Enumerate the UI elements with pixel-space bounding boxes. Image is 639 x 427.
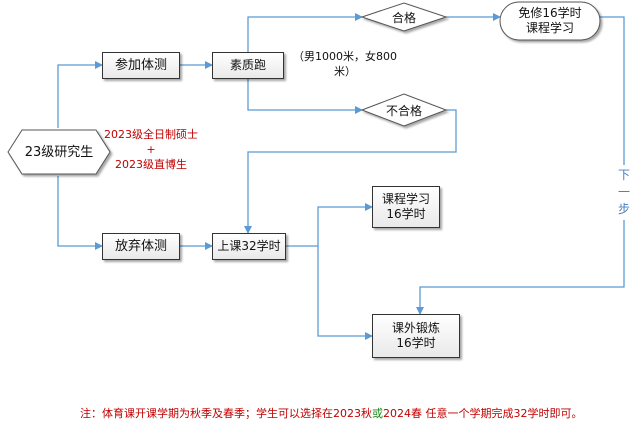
course-16-hours-box: 课程学习 16学时 bbox=[372, 186, 440, 228]
footnote-part-2: 2024春 任意一个学期完成32学时即可。 bbox=[383, 407, 583, 420]
footnote-or: 或 bbox=[372, 407, 383, 420]
fail-diamond bbox=[360, 93, 448, 127]
footnote: 注：体育课开课学期为秋季及春季；学生可以选择在2023秋或2024春 任意一个学… bbox=[80, 405, 583, 421]
next-step-char-3: 步 bbox=[618, 202, 631, 216]
next-step-char-2: 一 bbox=[618, 185, 631, 199]
pass-label: 合格 bbox=[391, 11, 416, 25]
next-step-char-1: 下 bbox=[618, 168, 631, 182]
skip-test-box: 放弃体测 bbox=[102, 233, 180, 260]
eligibility-line-1: 2023级全日制硕士 bbox=[104, 128, 198, 141]
footnote-part-1: 注：体育课开课学期为秋季及春季；学生可以选择在2023秋 bbox=[80, 407, 372, 420]
pass-diamond bbox=[360, 2, 448, 32]
next-step-label: 下 一 步 bbox=[618, 167, 630, 218]
eligibility-line-2: + bbox=[146, 143, 156, 156]
outdoor-16-hours-box: 课外锻炼 16学时 bbox=[372, 314, 460, 358]
class-32-hours-box: 上课32学时 bbox=[212, 233, 286, 260]
exempt-rounded-box bbox=[499, 1, 601, 41]
fail-label: 不合格 bbox=[385, 104, 422, 118]
quality-run-box: 素质跑 bbox=[212, 52, 284, 79]
eligibility-line-3: 2023级直博生 bbox=[115, 158, 187, 171]
run-standard-label: （男1000米，女800米） bbox=[293, 50, 397, 78]
start-hexagon bbox=[7, 129, 111, 175]
eligibility-note: 2023级全日制硕士 + 2023级直博生 bbox=[96, 127, 206, 172]
exempt-label: 免修16学时 课程学习 bbox=[518, 6, 582, 35]
start-node-label: 23级研究生 bbox=[24, 144, 94, 160]
fitness-test-box: 参加体测 bbox=[102, 52, 180, 79]
